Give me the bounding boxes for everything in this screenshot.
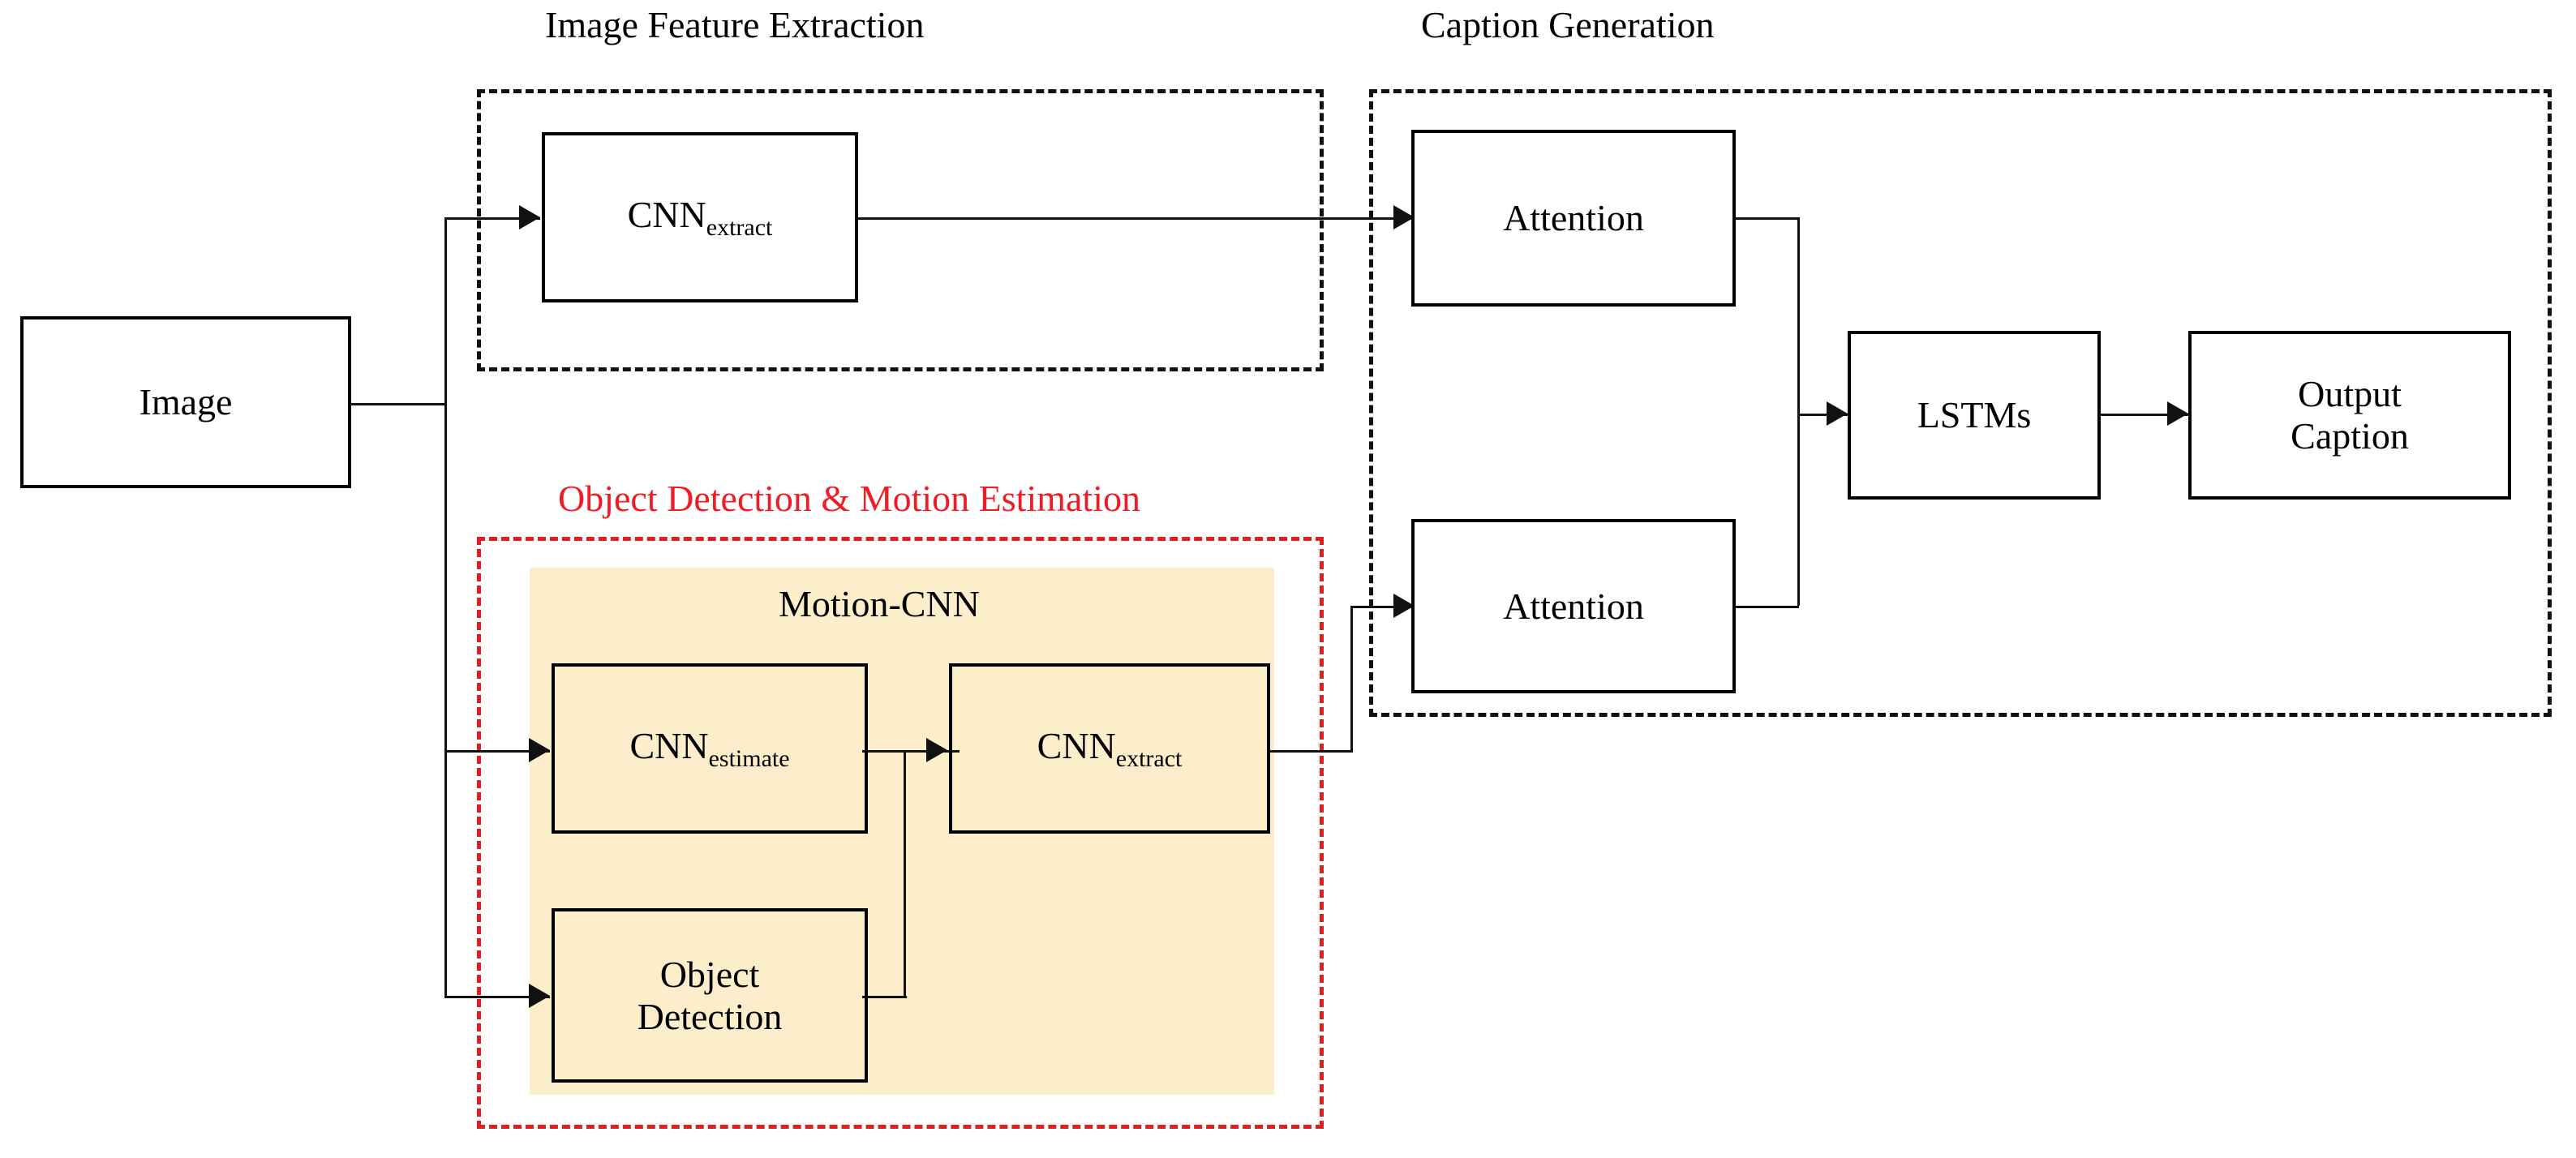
connector-merge-to-cnn-extract-motion (904, 750, 948, 753)
connector-motion-to-attention-bottom (1350, 606, 1418, 608)
node-image[interactable]: Image (20, 316, 351, 488)
section-title-image-feature-extraction: Image Feature Extraction (545, 4, 925, 45)
connector-merge-to-lstms (1797, 414, 1848, 416)
region-caption-generation (1369, 89, 2552, 717)
connector-to-object-detection (444, 996, 550, 998)
node-cnn-extract-motion[interactable]: CNNextract (949, 663, 1270, 834)
connector-motion-merge-bus (904, 750, 906, 996)
arrowhead-cnn-extract-motion (926, 738, 947, 762)
node-attention-bottom[interactable]: Attention (1411, 519, 1736, 693)
node-output-caption-line1: Output (2298, 373, 2402, 415)
arrowhead-attention-bottom (1393, 594, 1415, 618)
node-cnn-extract-top-label: CNNextract (628, 194, 773, 240)
region-image-feature-extraction (477, 89, 1324, 371)
node-cnn-extract-motion-subscript: extract (1115, 745, 1183, 773)
node-lstms-label: LSTMs (1917, 394, 2032, 436)
motion-cnn-panel-title: Motion-CNN (779, 583, 980, 624)
node-object-detection[interactable]: Object Detection (552, 908, 868, 1083)
arrowhead-cnn-estimate (529, 738, 550, 762)
connector-motion-riser (1350, 606, 1353, 753)
node-cnn-estimate-label: CNNestimate (629, 725, 789, 771)
node-cnn-estimate[interactable]: CNNestimate (552, 663, 868, 834)
node-object-detection-line2: Detection (637, 995, 783, 1037)
node-cnn-extract-top-base: CNN (627, 194, 706, 236)
connector-object-detection-out (862, 996, 907, 998)
node-cnn-extract-motion-base: CNN (1037, 725, 1116, 767)
section-title-caption-generation: Caption Generation (1421, 4, 1715, 45)
node-image-label: Image (139, 381, 233, 423)
arrowhead-output-caption (2167, 401, 2188, 426)
connector-image-out (350, 403, 444, 405)
connector-attention-merge-bus (1797, 217, 1800, 606)
connector-cnn-extract-to-attention-top (854, 217, 1418, 220)
connector-branch-bus (444, 217, 447, 996)
arrowhead-attention-top (1393, 205, 1415, 229)
connector-to-cnn-extract-top (444, 217, 540, 220)
node-cnn-extract-top[interactable]: CNNextract (542, 132, 858, 302)
arrowhead-lstms (1827, 401, 1848, 426)
region-object-detection-motion-estimation (477, 537, 1324, 1129)
section-title-object-detection-motion-estimation: Object Detection & Motion Estimation (558, 478, 1140, 519)
node-output-caption[interactable]: Output Caption (2188, 331, 2511, 500)
node-attention-bottom-label: Attention (1503, 585, 1644, 627)
node-cnn-estimate-subscript: estimate (708, 745, 790, 773)
node-attention-top-label: Attention (1503, 197, 1644, 239)
arrowhead-object-detection (529, 984, 550, 1008)
node-object-detection-line1: Object (659, 953, 760, 995)
node-cnn-estimate-base: CNN (629, 725, 709, 767)
node-attention-top[interactable]: Attention (1411, 130, 1736, 307)
connector-lstms-to-output-caption (2099, 414, 2188, 416)
connector-motion-out (1269, 750, 1353, 753)
connector-attention-bottom-out (1734, 606, 1799, 608)
arrowhead-cnn-extract-top (519, 205, 540, 229)
node-output-caption-line2: Caption (2290, 415, 2409, 457)
connector-to-cnn-estimate (444, 750, 550, 753)
connector-attention-top-out (1734, 217, 1799, 220)
node-cnn-extract-top-subscript: extract (706, 214, 773, 242)
node-lstms[interactable]: LSTMs (1848, 331, 2101, 500)
node-cnn-extract-motion-label: CNNextract (1037, 725, 1183, 771)
